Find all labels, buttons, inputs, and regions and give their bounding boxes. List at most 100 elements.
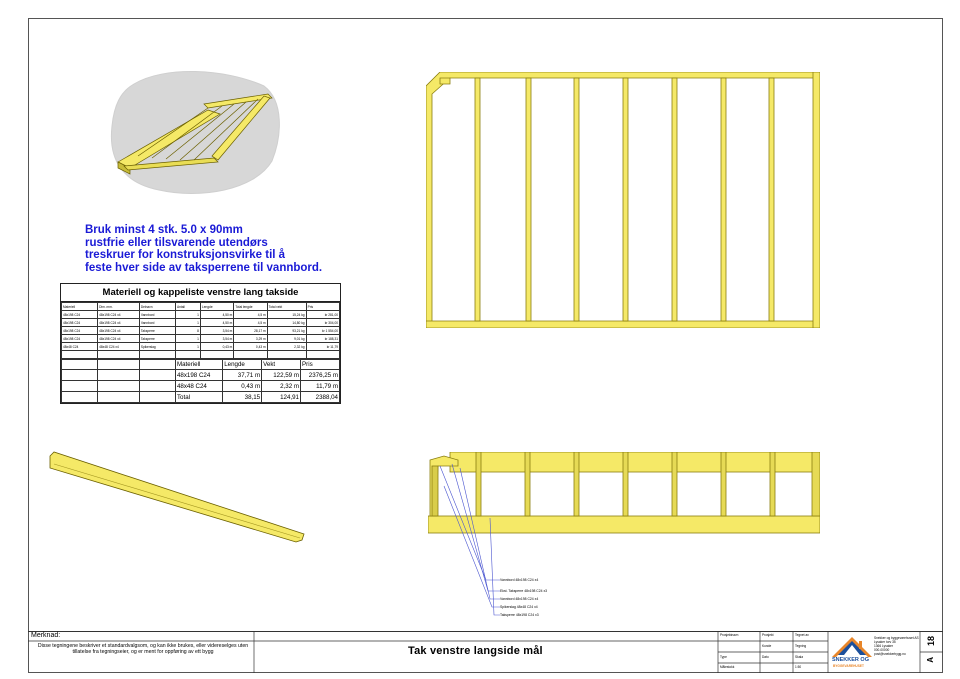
- total-row: Total 38,15 124,91 2388,04: [60, 391, 340, 403]
- company-subname: BYGGEVAREHUSET: [833, 664, 864, 668]
- table-row: 48x198 C24 48x198 C24 x4 Vannbord 1 4,50…: [60, 318, 341, 327]
- cell: 2,32 kg: [266, 342, 307, 351]
- total-cell: 38,15: [222, 391, 263, 403]
- material-rows: Materiell Dim. mm. Delnavn Antall Lengde…: [60, 302, 341, 359]
- cell: 4,5 m: [233, 318, 268, 327]
- cell: 48x198 C24 x4: [97, 326, 140, 335]
- company-info: Snekker og byggevarehuset AS Lysaker tor…: [874, 636, 919, 656]
- table-row-empty: [60, 350, 341, 359]
- cell: 4,50 m: [199, 318, 235, 327]
- company-logo-icon: [832, 637, 872, 657]
- tb-cell: Tegnet av: [795, 633, 809, 637]
- cell: 48x198 C24: [60, 326, 99, 335]
- tb-cell: Dato: [762, 655, 769, 659]
- cell: 48x198 C24: [60, 318, 99, 327]
- merknad-label: Merknad:: [31, 632, 61, 639]
- cell: 48x48 C24 x4: [97, 342, 140, 351]
- callout-label: Taksperre 48x198 C24 x3: [500, 613, 539, 617]
- callout-label: Vannbord 48x198 C24 x4: [500, 597, 539, 601]
- summary-header: Pris: [300, 359, 340, 370]
- total-cell: 2388,04: [300, 391, 340, 403]
- total-label: Total: [174, 391, 224, 403]
- header-cell: Antall: [174, 302, 201, 311]
- summary-cell: 48x198 C24: [174, 369, 224, 381]
- material-cut-list-table: Materiell og kappeliste venstre lang tak…: [60, 283, 341, 404]
- cell: 1: [174, 334, 201, 343]
- callout-label: Spikerslag 48x48 C24 x4: [500, 605, 538, 609]
- summary-header: Vekt: [261, 359, 302, 370]
- instruction-line: rustfrie eller tilsvarende utendørs: [85, 236, 268, 249]
- summary-cell: 0,43 m: [222, 380, 263, 392]
- summary-row: 48x198 C24 37,71 m 122,59 m 2376,25 m: [60, 369, 340, 381]
- callout-label: Vannbord 48x198 C24 x4: [500, 578, 539, 582]
- tb-cell: Tegning: [795, 644, 807, 648]
- tb-cell: Prosjekt: [762, 633, 774, 637]
- cell: 0,43 m: [233, 342, 268, 351]
- company-name: SNEKKER OG: [832, 657, 869, 663]
- drawing-title: Tak venstre langside mål: [408, 645, 543, 657]
- cell: Vannbord: [138, 318, 176, 327]
- cell: 3,29 m: [233, 334, 268, 343]
- cell: 14,80 kg: [266, 318, 307, 327]
- cell: 3,54 m: [199, 334, 235, 343]
- cell: 4,50 m: [199, 310, 235, 319]
- cell: 48x198 C24: [60, 310, 99, 319]
- cell: Taksperre: [138, 334, 176, 343]
- roof-frame-3d-render: [110, 71, 280, 194]
- revision-letter: A: [926, 657, 935, 663]
- roof-plan-top-view: [426, 72, 820, 328]
- instruction-line: treskruer for konstruksjonsvirke til å: [85, 249, 286, 261]
- tb-cell: 1:50: [795, 665, 802, 669]
- tb-cell: Kunde: [762, 644, 772, 648]
- instruction-line: feste hver side av taksperrene til vannb…: [85, 261, 323, 274]
- material-summary: Materiell Lengde Vekt Pris 48x198 C24 37…: [60, 359, 340, 403]
- single-rafter-3d: [49, 451, 305, 543]
- company-info-line: 000-00000: [874, 648, 890, 652]
- instruction-line: Bruk minst 4 stk. 5.0 x 90mm: [85, 224, 243, 236]
- header-cell: Materiell: [60, 302, 99, 311]
- cell: kr 11,79: [305, 342, 341, 351]
- roof-elevation-view: [428, 452, 820, 534]
- cell: 15,24 kg: [266, 310, 307, 319]
- summary-header: Materiell: [174, 359, 224, 370]
- cell: kr 304,00: [305, 318, 341, 327]
- table-row: 48x198 C24 48x198 C24 x4 Taksperre 8 3,5…: [60, 326, 341, 335]
- tb-cell: Prosjektnavn: [720, 633, 739, 637]
- cell: 4,5 m: [233, 310, 268, 319]
- tb-cell: Målestokk: [720, 665, 735, 669]
- summary-header-row: Materiell Lengde Vekt Pris: [60, 359, 340, 370]
- cell: kr 281,00: [305, 310, 341, 319]
- cell: 28,17 m: [233, 326, 268, 335]
- callout-label: Ekst. Taksperre 48x198 C24 x3: [500, 589, 548, 593]
- cell: 9,01 kg: [266, 334, 307, 343]
- title-block: [28, 631, 943, 673]
- summary-cell: 37,71 m: [222, 369, 263, 381]
- material-table-title: Materiell og kappeliste venstre lang tak…: [61, 284, 340, 302]
- tb-cell: Type: [720, 655, 727, 659]
- cell: 0,43 m: [199, 342, 235, 351]
- company-info-line: post@snekkerbygg.no: [874, 652, 906, 656]
- summary-row: 48x48 C24 0,43 m 2,32 m 11,79 m: [60, 380, 340, 392]
- cell: 93,21 kg: [266, 326, 307, 335]
- summary-header: Lengde: [222, 359, 263, 370]
- title-block-grid: [28, 631, 943, 673]
- summary-cell: 48x48 C24: [174, 380, 224, 392]
- merknad-text: Disse tegningene beskriver et standardva…: [37, 643, 249, 655]
- table-row: 48x198 C24 48x198 C24 x4 Vannbord 1 4,50…: [60, 310, 341, 319]
- cell: 48x198 C24 x4: [97, 318, 140, 327]
- cell: 48x198 C24: [60, 334, 99, 343]
- screw-instructions: Bruk minst 4 stk. 5.0 x 90mm rustfrie el…: [85, 224, 385, 274]
- table-header-row: Materiell Dim. mm. Delnavn Antall Lengde…: [60, 302, 341, 311]
- cell: 8: [174, 326, 201, 335]
- cell: Vannbord: [138, 310, 176, 319]
- header-cell: Total vekt: [266, 302, 307, 311]
- company-info-line: 1366 Lysaker: [874, 644, 894, 648]
- cell: kr 188,31: [305, 334, 341, 343]
- cell: 48x48 C24: [60, 342, 99, 351]
- summary-cell: 2376,25 m: [300, 369, 340, 381]
- header-cell: Delnavn: [138, 302, 176, 311]
- callout-leader-lines: [439, 463, 500, 616]
- cell: 1: [174, 342, 201, 351]
- tb-cell: Skala: [795, 655, 803, 659]
- summary-cell: 2,32 m: [261, 380, 302, 392]
